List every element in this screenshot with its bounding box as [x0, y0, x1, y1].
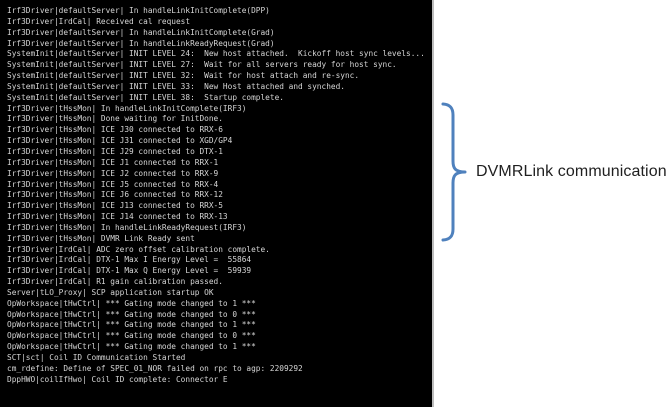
log-line: Irf3Driver|defaultServer| In handleLinkI… — [7, 6, 270, 15]
log-line: Irf3Driver|tHssMon| In handleLinkInitCom… — [7, 103, 247, 113]
log-line: Irf3Driver|IrdCal| R1 gain calibration p… — [7, 277, 223, 287]
annotation-label: DVMRLink communication — [476, 163, 667, 180]
log-line: Irf3Driver|tHssMon| DVMR Link Ready sent — [7, 233, 195, 243]
log-line: Irf3Driver|IrdCal| DTX-1 Max Q Energy Le… — [7, 266, 252, 276]
log-line: Irf3Driver|defaultServer| In handleLinkI… — [7, 27, 275, 37]
log-line: Irf3Driver|tHssMon| ICE J30 connected to… — [7, 125, 223, 135]
log-line: Irf3Driver|defaultServer| In handleLinkR… — [7, 38, 275, 48]
log-line: OpWorkspace|tHwCtrl| *** Gating mode cha… — [7, 309, 256, 319]
log-line: Irf3Driver|tHssMon| ICE J5 connected to … — [7, 179, 219, 189]
log-line: Irf3Driver|IrdCal| ADC zero offset calib… — [7, 244, 270, 254]
log-line: OpWorkspace|tHwCtrl| *** Gating mode cha… — [7, 298, 256, 308]
right-curly-brace-icon — [441, 102, 467, 242]
log-line: cm_rdefine: Define of SPEC_01_NOR failed… — [7, 363, 303, 373]
log-line: Irf3Driver|tHssMon| ICE J29 connected to… — [7, 146, 223, 156]
log-line: Irf3Driver|IrdCal| Received cal request — [7, 16, 191, 26]
log-line: SCT|sct| Coil ID Communication Started — [7, 353, 186, 362]
log-line: Server|tLO_Proxy| SCP application startu… — [7, 287, 214, 297]
log-line: SystemInit|defaultServer| INIT LEVEL 24:… — [7, 49, 425, 59]
log-line: DppHWO|coilIfHwo| Coil ID complete: Conn… — [7, 374, 228, 384]
log-line: Irf3Driver|IrdCal| DTX-1 Max I Energy Le… — [7, 255, 252, 265]
log-line: Irf3Driver|tHssMon| ICE J2 connected to … — [7, 168, 219, 178]
log-line: Irf3Driver|tHssMon| In handleLinkReadyRe… — [7, 222, 247, 232]
log-line: SystemInit|defaultServer| INIT LEVEL 27:… — [7, 60, 397, 70]
log-line: Irf3Driver|tHssMon| ICE J6 connected to … — [7, 190, 223, 200]
log-line: SystemInit|defaultServer| INIT LEVEL 38:… — [7, 92, 284, 102]
curly-brace-annotation — [438, 102, 468, 242]
terminal-console[interactable]: Irf3Driver|defaultServer| In handleLinkI… — [0, 0, 434, 407]
log-line: OpWorkspace|tHwCtrl| *** Gating mode cha… — [7, 342, 256, 352]
log-line: SystemInit|defaultServer| INIT LEVEL 33:… — [7, 81, 345, 91]
log-line: Irf3Driver|tHssMon| ICE J14 connected to… — [7, 212, 228, 222]
log-line: Irf3Driver|tHssMon| ICE J1 connected to … — [7, 157, 219, 167]
log-line: Irf3Driver|tHssMon| ICE J13 connected to… — [7, 201, 223, 211]
log-lines: Irf3Driver|defaultServer| In handleLinkI… — [7, 6, 430, 386]
log-line: Irf3Driver|tHssMon| Done waiting for Ini… — [7, 114, 223, 124]
log-line: SystemInit|defaultServer| INIT LEVEL 32:… — [7, 71, 360, 81]
log-line: OpWorkspace|tHwCtrl| *** Gating mode cha… — [7, 320, 256, 330]
log-line: Irf3Driver|tHssMon| ICE J31 connected to… — [7, 136, 233, 146]
log-line: OpWorkspace|tHwCtrl| *** Gating mode cha… — [7, 331, 256, 341]
